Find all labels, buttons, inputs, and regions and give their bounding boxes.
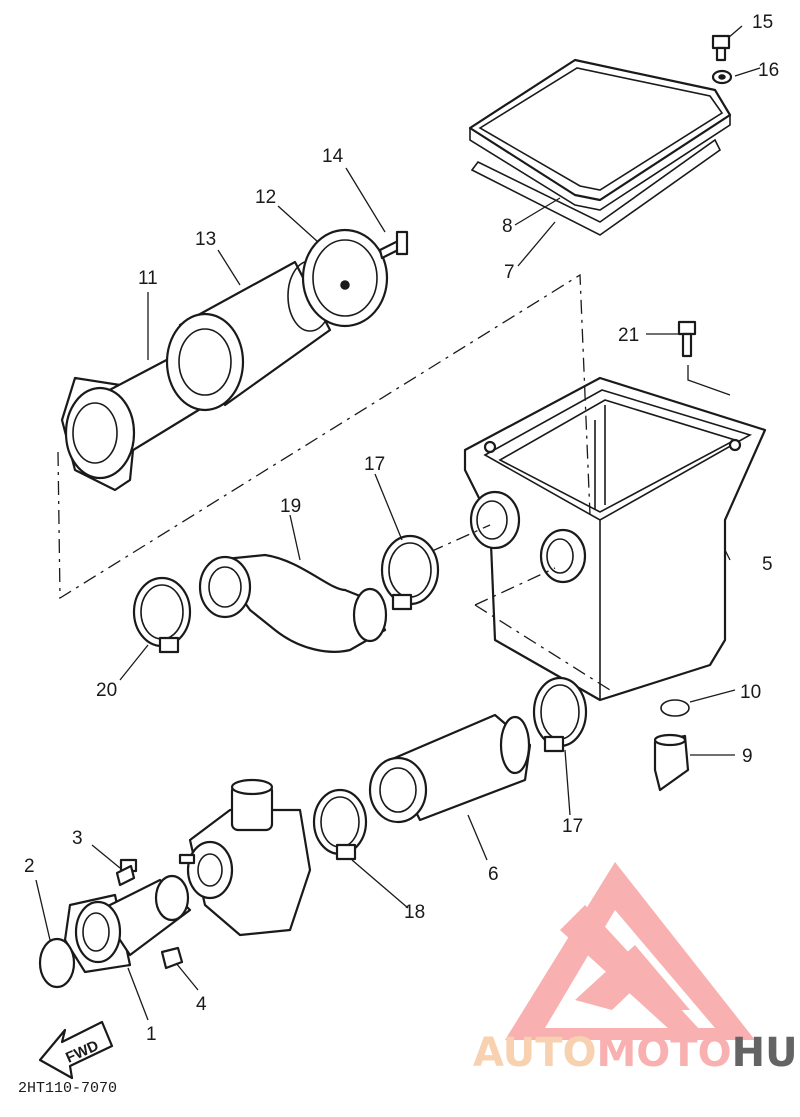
fwd-arrow: FWD — [38, 1020, 114, 1080]
air-box-gasket — [470, 138, 722, 236]
hose-clamp-17-upper — [380, 534, 440, 611]
hose-clamp-17-lower — [532, 676, 588, 753]
callout-8: 8 — [502, 216, 513, 237]
assembly-line-d — [474, 604, 611, 691]
assembly-line-b — [429, 524, 491, 553]
watermark-word-hub: HUB — [732, 1030, 800, 1076]
screw-14 — [378, 230, 409, 260]
hose-clamp-18 — [312, 788, 368, 861]
callout-3: 3 — [72, 828, 83, 849]
leader-lines — [35, 25, 761, 1021]
callout-19: 19 — [280, 496, 301, 517]
callout-1: 1 — [146, 1024, 157, 1045]
callout-21: 21 — [618, 325, 639, 346]
air-box-body — [463, 376, 767, 702]
nut-4 — [160, 946, 184, 970]
callout-12: 12 — [255, 187, 276, 208]
intake-hose — [198, 553, 388, 653]
element-end-cap — [301, 228, 389, 328]
hose-clamp-20 — [132, 576, 192, 654]
callout-6: 6 — [488, 864, 499, 885]
callout-18: 18 — [404, 902, 425, 923]
air-filter-element — [165, 260, 333, 412]
callout-17-lower: 17 — [562, 816, 583, 837]
callout-2: 2 — [24, 856, 35, 877]
callout-4: 4 — [196, 994, 207, 1015]
watermark-emblem — [505, 862, 755, 1040]
carburetor-joint — [368, 713, 532, 824]
carburetor — [178, 778, 312, 937]
watermark-word-moto: MOTO — [597, 1030, 732, 1076]
intake-manifold — [63, 874, 192, 974]
callout-9: 9 — [742, 746, 753, 767]
callout-16: 16 — [758, 60, 779, 81]
callout-17-upper: 17 — [364, 454, 385, 475]
bolt-21 — [677, 320, 697, 358]
watermark-word-auto: AUTO — [473, 1030, 597, 1076]
callout-labels: 1 2 3 4 5 6 7 8 9 10 11 12 13 14 15 16 1… — [24, 12, 779, 1045]
callout-7: 7 — [504, 262, 515, 283]
bolt-3 — [115, 858, 138, 887]
svg-text:AUTOMOTOHUB: AUTOMOTOHUB — [473, 1030, 800, 1076]
callout-15: 15 — [752, 12, 773, 33]
washer-16 — [711, 69, 733, 85]
callout-20: 20 — [96, 680, 117, 701]
assembly-line-a — [57, 273, 591, 600]
callout-10: 10 — [740, 682, 761, 703]
diagram-code: 2HT110-7070 — [18, 1080, 117, 1097]
gasket-2 — [38, 937, 76, 989]
callout-13: 13 — [195, 229, 216, 250]
callout-11: 11 — [138, 268, 158, 289]
watermark-logo: AUTOMOTOHUB — [473, 862, 800, 1076]
callout-5: 5 — [762, 554, 773, 575]
drain-hose — [653, 733, 690, 792]
callout-14: 14 — [322, 146, 344, 167]
bolt-15 — [711, 34, 731, 62]
air-box-cover — [468, 58, 732, 211]
clip-10 — [660, 699, 690, 717]
